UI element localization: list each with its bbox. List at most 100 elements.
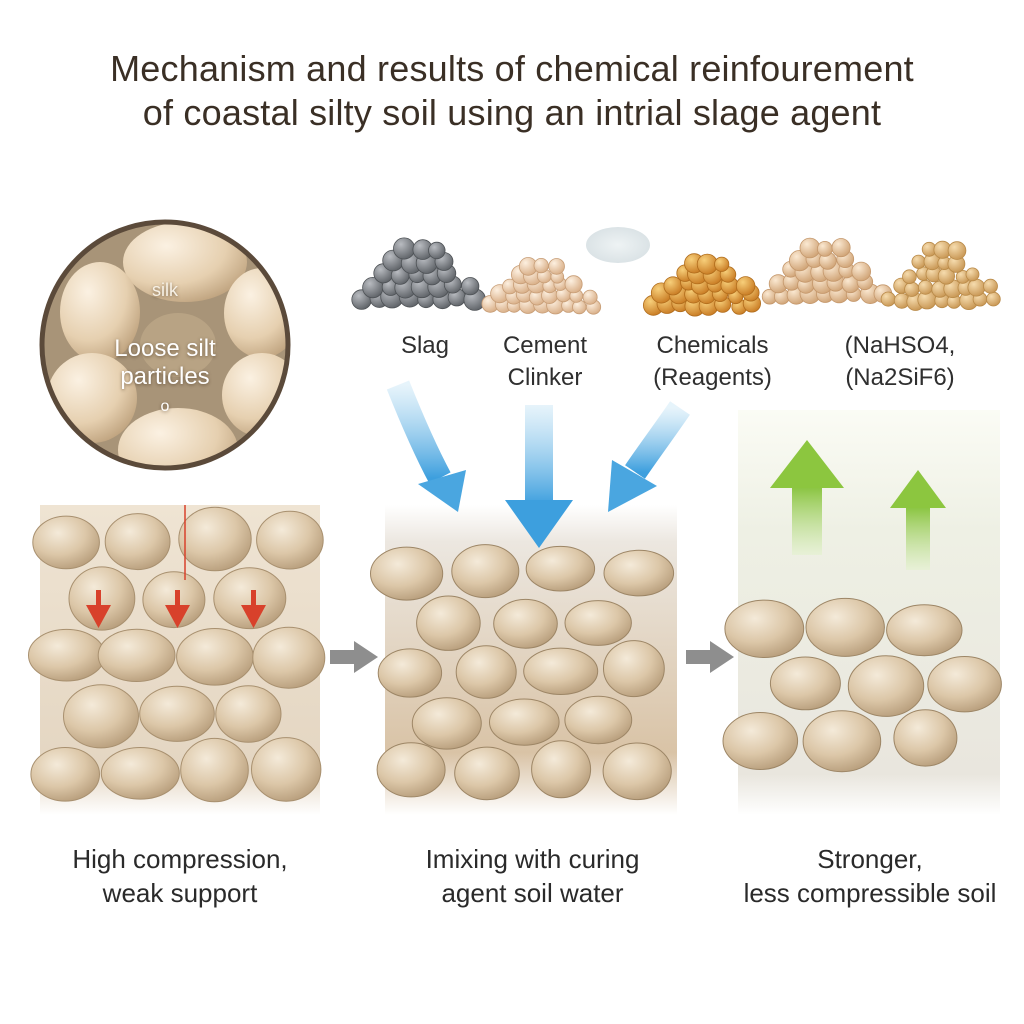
soil-grain	[411, 697, 482, 750]
pile-granule	[831, 238, 851, 258]
panel-2-caption-line-1: Imixing with curing	[425, 844, 640, 874]
panel-2-grains	[370, 544, 675, 801]
soil-grain	[523, 647, 599, 695]
soil-grain	[493, 598, 558, 649]
soil-grain	[252, 626, 326, 689]
soil-grain	[525, 545, 596, 592]
soil-grain	[63, 684, 139, 749]
soil-grain	[376, 742, 446, 798]
soil-grain	[603, 640, 665, 698]
material-reagents-line-2: (Na2SiF6)	[845, 364, 955, 391]
material-clinker-line-2: Clinker	[507, 364, 583, 391]
soil-grain	[100, 747, 180, 800]
inflow-arrow-right	[608, 401, 690, 512]
inflow-arrow-center	[505, 405, 573, 548]
pile-granule	[393, 237, 416, 260]
step-arrow-1	[330, 641, 378, 673]
material-reagents-line-1: (NaHSO4,	[844, 332, 956, 359]
soil-grain	[886, 604, 963, 657]
material-chemicals-line-2: (Reagents)	[653, 364, 772, 391]
soil-grain	[847, 655, 925, 717]
reagent-salt-pile-2	[880, 240, 1001, 311]
soil-grain	[28, 628, 106, 682]
chemicals-pile	[643, 253, 762, 317]
soil-grain	[603, 549, 675, 597]
soil-grain	[176, 628, 254, 686]
material-reagents-label: (NaHSO4, (Na2SiF6)	[815, 330, 985, 394]
soil-grain	[139, 685, 215, 742]
pile-granule	[851, 261, 871, 282]
step-arrow-2	[686, 641, 734, 673]
soil-grain	[722, 712, 799, 770]
strength-arrow-1	[770, 440, 844, 555]
pile-granule	[564, 275, 583, 294]
soil-grain	[893, 709, 958, 767]
zoom-mark: o	[160, 398, 170, 415]
pile-granule	[986, 291, 1001, 307]
pile-granule	[735, 276, 756, 296]
pile-granule	[880, 291, 896, 307]
zoom-small-label: silk	[152, 280, 178, 300]
panel-1-grains	[28, 506, 326, 803]
panel-1-caption: High compression, weak support	[30, 842, 330, 910]
zoom-label-line-1: Loose silt	[114, 335, 216, 362]
zoom-label-line-2: particles	[120, 363, 210, 390]
soil-grain	[213, 567, 287, 630]
soil-grain	[451, 544, 520, 599]
soil-grain	[104, 513, 171, 571]
soil-grain	[68, 566, 136, 631]
pile-granule	[714, 256, 730, 272]
load-arrow-1	[86, 590, 111, 628]
title-line-1: Mechanism and results of chemical reinfo…	[110, 48, 914, 89]
panel-1-caption-line-1: High compression,	[72, 844, 288, 874]
soil-grain	[602, 742, 672, 801]
soil-grain	[256, 510, 324, 570]
slag-pile	[351, 237, 486, 311]
pile-granule	[461, 277, 480, 296]
title-line-2: of coastal silty soil using an intrial s…	[142, 92, 882, 133]
soil-grain	[769, 656, 841, 711]
pile-granule	[533, 257, 549, 274]
soil-grain	[564, 695, 633, 745]
soil-grain	[180, 737, 249, 803]
panel-2-caption-line-2: agent soil water	[441, 878, 624, 908]
pile-granule	[902, 269, 917, 285]
soil-grain	[30, 747, 100, 802]
pile-granule	[904, 281, 920, 297]
pile-granule	[582, 289, 598, 305]
panel-stronger-soil	[722, 410, 1002, 815]
pile-granule	[965, 267, 980, 282]
panel-3-caption: Stronger, less compressible soil	[725, 842, 1015, 910]
material-chemicals-label: Chemicals (Reagents)	[630, 330, 795, 394]
soil-grain	[724, 599, 805, 658]
soil-grain	[142, 571, 206, 629]
soil-grain	[927, 656, 1002, 713]
soil-grain	[178, 506, 252, 572]
load-arrow-2	[165, 590, 190, 628]
soil-grain	[251, 737, 322, 802]
panel-mixing	[370, 380, 690, 815]
pile-granule	[799, 237, 821, 259]
soil-grain	[805, 597, 885, 657]
panel-1-caption-line-2: weak support	[102, 878, 258, 908]
zoom-circle	[39, 219, 291, 471]
soil-grain	[215, 685, 282, 743]
panel-loose-soil	[28, 505, 326, 815]
material-slag-label: Slag	[365, 330, 485, 362]
material-clinker-line-1: Cement	[502, 332, 588, 359]
soil-grain	[455, 645, 517, 699]
cement-clinker-pile	[481, 257, 602, 315]
material-chemicals-line-1: Chemicals	[656, 332, 769, 359]
soil-grain	[531, 740, 592, 799]
reagent-salt-pile-1	[761, 237, 893, 305]
panel-2-caption: Imixing with curing agent soil water	[380, 842, 685, 910]
material-slag-line-1: Slag	[400, 332, 450, 359]
soil-grain	[97, 628, 176, 683]
panel-3-grains	[722, 597, 1002, 773]
soil-grain	[489, 698, 560, 746]
pile-granule	[548, 258, 565, 275]
pile-granule	[817, 240, 833, 257]
panel-3-caption-line-2: less compressible soil	[743, 878, 997, 908]
